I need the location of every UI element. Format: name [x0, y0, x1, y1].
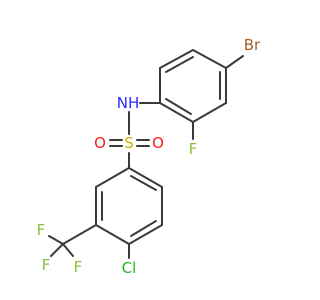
- fluorine-label: F: [189, 140, 198, 158]
- bond: [192, 102, 227, 123]
- oxygen-left-label: O: [94, 134, 106, 152]
- sulfur-label: S: [124, 134, 134, 152]
- nitrogen-hydrogen-label: NH: [117, 94, 140, 112]
- bond: [95, 224, 130, 245]
- bromine-label: Br: [244, 36, 261, 54]
- bond-cf3-f: [50, 243, 64, 257]
- double-bond-inner: [165, 98, 192, 115]
- bond-c-br: [225, 55, 244, 69]
- bond: [128, 224, 163, 245]
- bond: [159, 49, 194, 69]
- bond-c-cf3: [62, 224, 97, 245]
- bond-cf3-f: [62, 243, 74, 257]
- bond: [159, 102, 194, 123]
- bond: [192, 49, 227, 69]
- bromofluorophenyl-ring: [159, 49, 227, 123]
- bond: [95, 167, 130, 188]
- double-bond-inner: [130, 175, 157, 191]
- bond-cf3-f: [48, 235, 64, 245]
- double-bond-inner: [165, 56, 194, 73]
- bond: [128, 167, 163, 188]
- trifluoromethyl-fluorine-label: F: [37, 221, 46, 239]
- double-bond-inner: [130, 220, 157, 237]
- oxygen-right-label: O: [152, 134, 164, 152]
- chlorine-label: Cl: [122, 259, 137, 277]
- trifluoromethyl-fluorine-label: F: [42, 256, 51, 274]
- trifluoromethyl-fluorine-label: F: [74, 258, 83, 276]
- chemical-structure-diagram: Br NH F S O O F F F Cl: [37, 36, 261, 277]
- chlorotrifluoromethylphenyl-ring: [95, 167, 163, 245]
- sulfonyl-group: [109, 139, 150, 147]
